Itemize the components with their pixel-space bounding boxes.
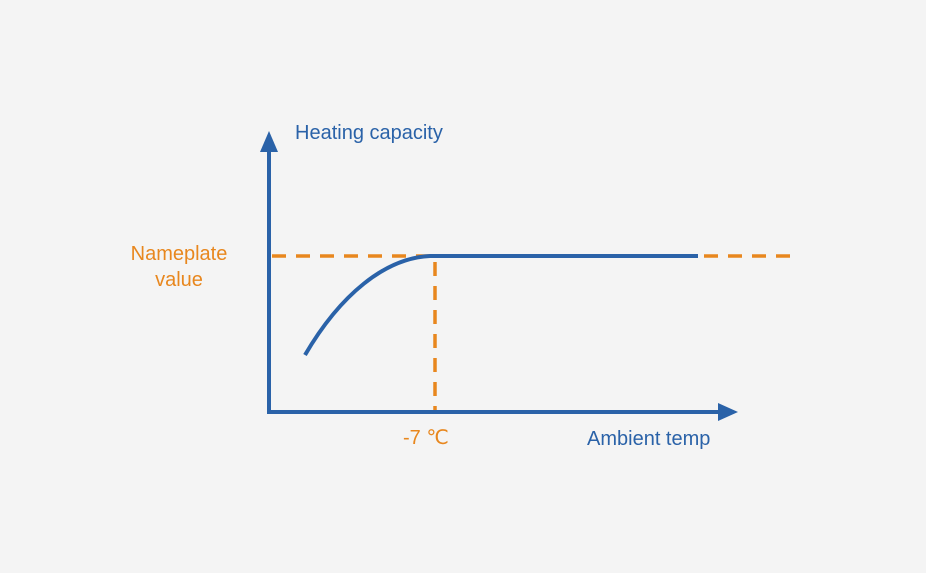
threshold-label: -7 ℃ xyxy=(403,427,449,449)
capacity-curve xyxy=(303,254,698,357)
nameplate-value-label: Nameplate value xyxy=(130,241,228,293)
nameplate-label-line-1: Nameplate xyxy=(130,243,228,265)
nameplate-label-line-2: value xyxy=(155,269,203,291)
x-axis-label: Ambient temp xyxy=(587,428,711,450)
x-axis-arrow-icon xyxy=(718,403,738,421)
y-axis-arrow-icon xyxy=(260,131,278,152)
y-axis-label: Heating capacity xyxy=(295,122,443,144)
